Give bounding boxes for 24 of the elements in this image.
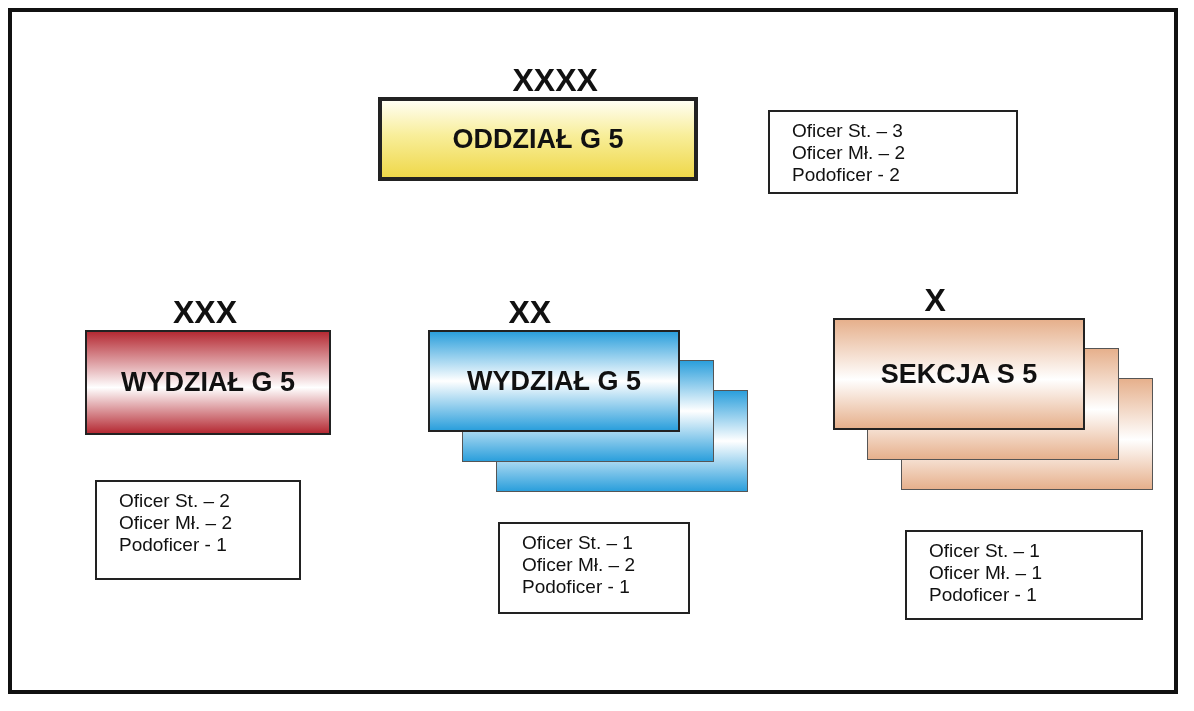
staffing-box bbox=[498, 522, 690, 614]
staff-count: Oficer Mł. – 2 bbox=[522, 554, 636, 576]
staff-count: Podoficer - 1 bbox=[522, 576, 631, 598]
staff-count: Oficer St. – 1 bbox=[929, 540, 1041, 562]
echelon-marker: XXXX bbox=[512, 62, 598, 99]
staffing-box bbox=[905, 530, 1143, 620]
echelon-marker: XX bbox=[508, 294, 552, 331]
unit-name: ODDZIAŁ G 5 bbox=[452, 123, 624, 155]
staff-count: Podoficer - 2 bbox=[792, 164, 901, 186]
echelon-marker: X bbox=[924, 282, 946, 319]
staff-count: Oficer St. – 1 bbox=[522, 532, 634, 554]
staff-count: Oficer Mł. – 1 bbox=[929, 562, 1043, 584]
staffing-box bbox=[95, 480, 301, 580]
staff-count: Oficer St. – 2 bbox=[119, 490, 231, 512]
unit-name: WYDZIAŁ G 5 bbox=[121, 367, 295, 398]
staff-count: Podoficer - 1 bbox=[929, 584, 1038, 606]
staffing-box bbox=[768, 110, 1018, 194]
unit-name: WYDZIAŁ G 5 bbox=[467, 365, 641, 397]
unit-name: SEKCJA S 5 bbox=[880, 358, 1038, 390]
staff-count: Oficer Mł. – 2 bbox=[792, 142, 906, 164]
staff-count: Podoficer - 1 bbox=[119, 534, 228, 556]
staff-count: Oficer St. – 3 bbox=[792, 120, 904, 142]
echelon-marker: XXX bbox=[173, 294, 238, 331]
staff-count: Oficer Mł. – 2 bbox=[119, 512, 233, 534]
